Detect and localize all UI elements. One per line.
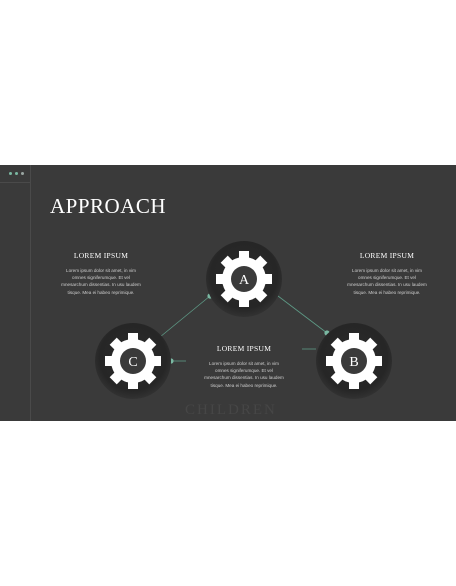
watermark-text: CHILDREN — [185, 402, 277, 418]
block-line: omnes signiferumque. Et vel — [215, 368, 273, 374]
block-line: Lorem ipsum dolor sit amet, in vim — [352, 268, 422, 273]
block-line: Lorem ipsum dolor sit amet, in vim — [66, 268, 136, 273]
connector-line — [159, 295, 211, 338]
block-center-body: Lorem ipsum dolor sit amet, in vim omnes… — [194, 360, 294, 389]
slide-dots — [9, 172, 24, 175]
top-divider — [0, 182, 30, 183]
gear-c-letter: C — [128, 355, 137, 370]
gear-b: B — [316, 323, 392, 399]
slide-title: APPROACH — [50, 194, 167, 218]
block-line: mnesarchum dissentias. In usu laudem — [61, 282, 141, 288]
slide: APPROACH CHILDREN — [0, 165, 456, 421]
gear-a: A — [206, 241, 282, 317]
block-left-heading: LOREM IPSUM — [73, 251, 129, 260]
block-right-body: Lorem ipsum dolor sit amet, in vim omnes… — [337, 267, 437, 296]
block-right-heading: LOREM IPSUM — [359, 251, 415, 260]
block-line: mnesarchum dissentias. In usu laudem — [204, 375, 284, 381]
gear-b-letter: B — [349, 355, 358, 370]
block-line: Lorem ipsum dolor sit amet, in vim — [209, 361, 279, 366]
block-line: mnesarchum dissentias. In usu laudem — [347, 282, 427, 288]
dot-icon — [9, 172, 12, 175]
side-divider — [30, 165, 31, 421]
dot-icon — [15, 172, 18, 175]
gear-a-letter: A — [239, 273, 250, 288]
block-line: omnes signiferumque. Et vel — [72, 275, 130, 281]
block-center-heading: LOREM IPSUM — [216, 344, 272, 353]
gear-c: C — [95, 323, 171, 399]
block-line: tisque. Mea ei habeo reprimique. — [67, 289, 135, 295]
gear-diagram: A B C — [95, 241, 392, 399]
block-line: tisque. Mea ei habeo reprimique. — [353, 289, 421, 295]
block-line: tisque. Mea ei habeo reprimique. — [210, 382, 278, 388]
block-left-body: Lorem ipsum dolor sit amet, in vim omnes… — [51, 267, 151, 296]
connector-line — [277, 295, 328, 334]
dot-icon — [21, 172, 24, 175]
block-line: omnes signiferumque. Et vel — [358, 275, 416, 281]
